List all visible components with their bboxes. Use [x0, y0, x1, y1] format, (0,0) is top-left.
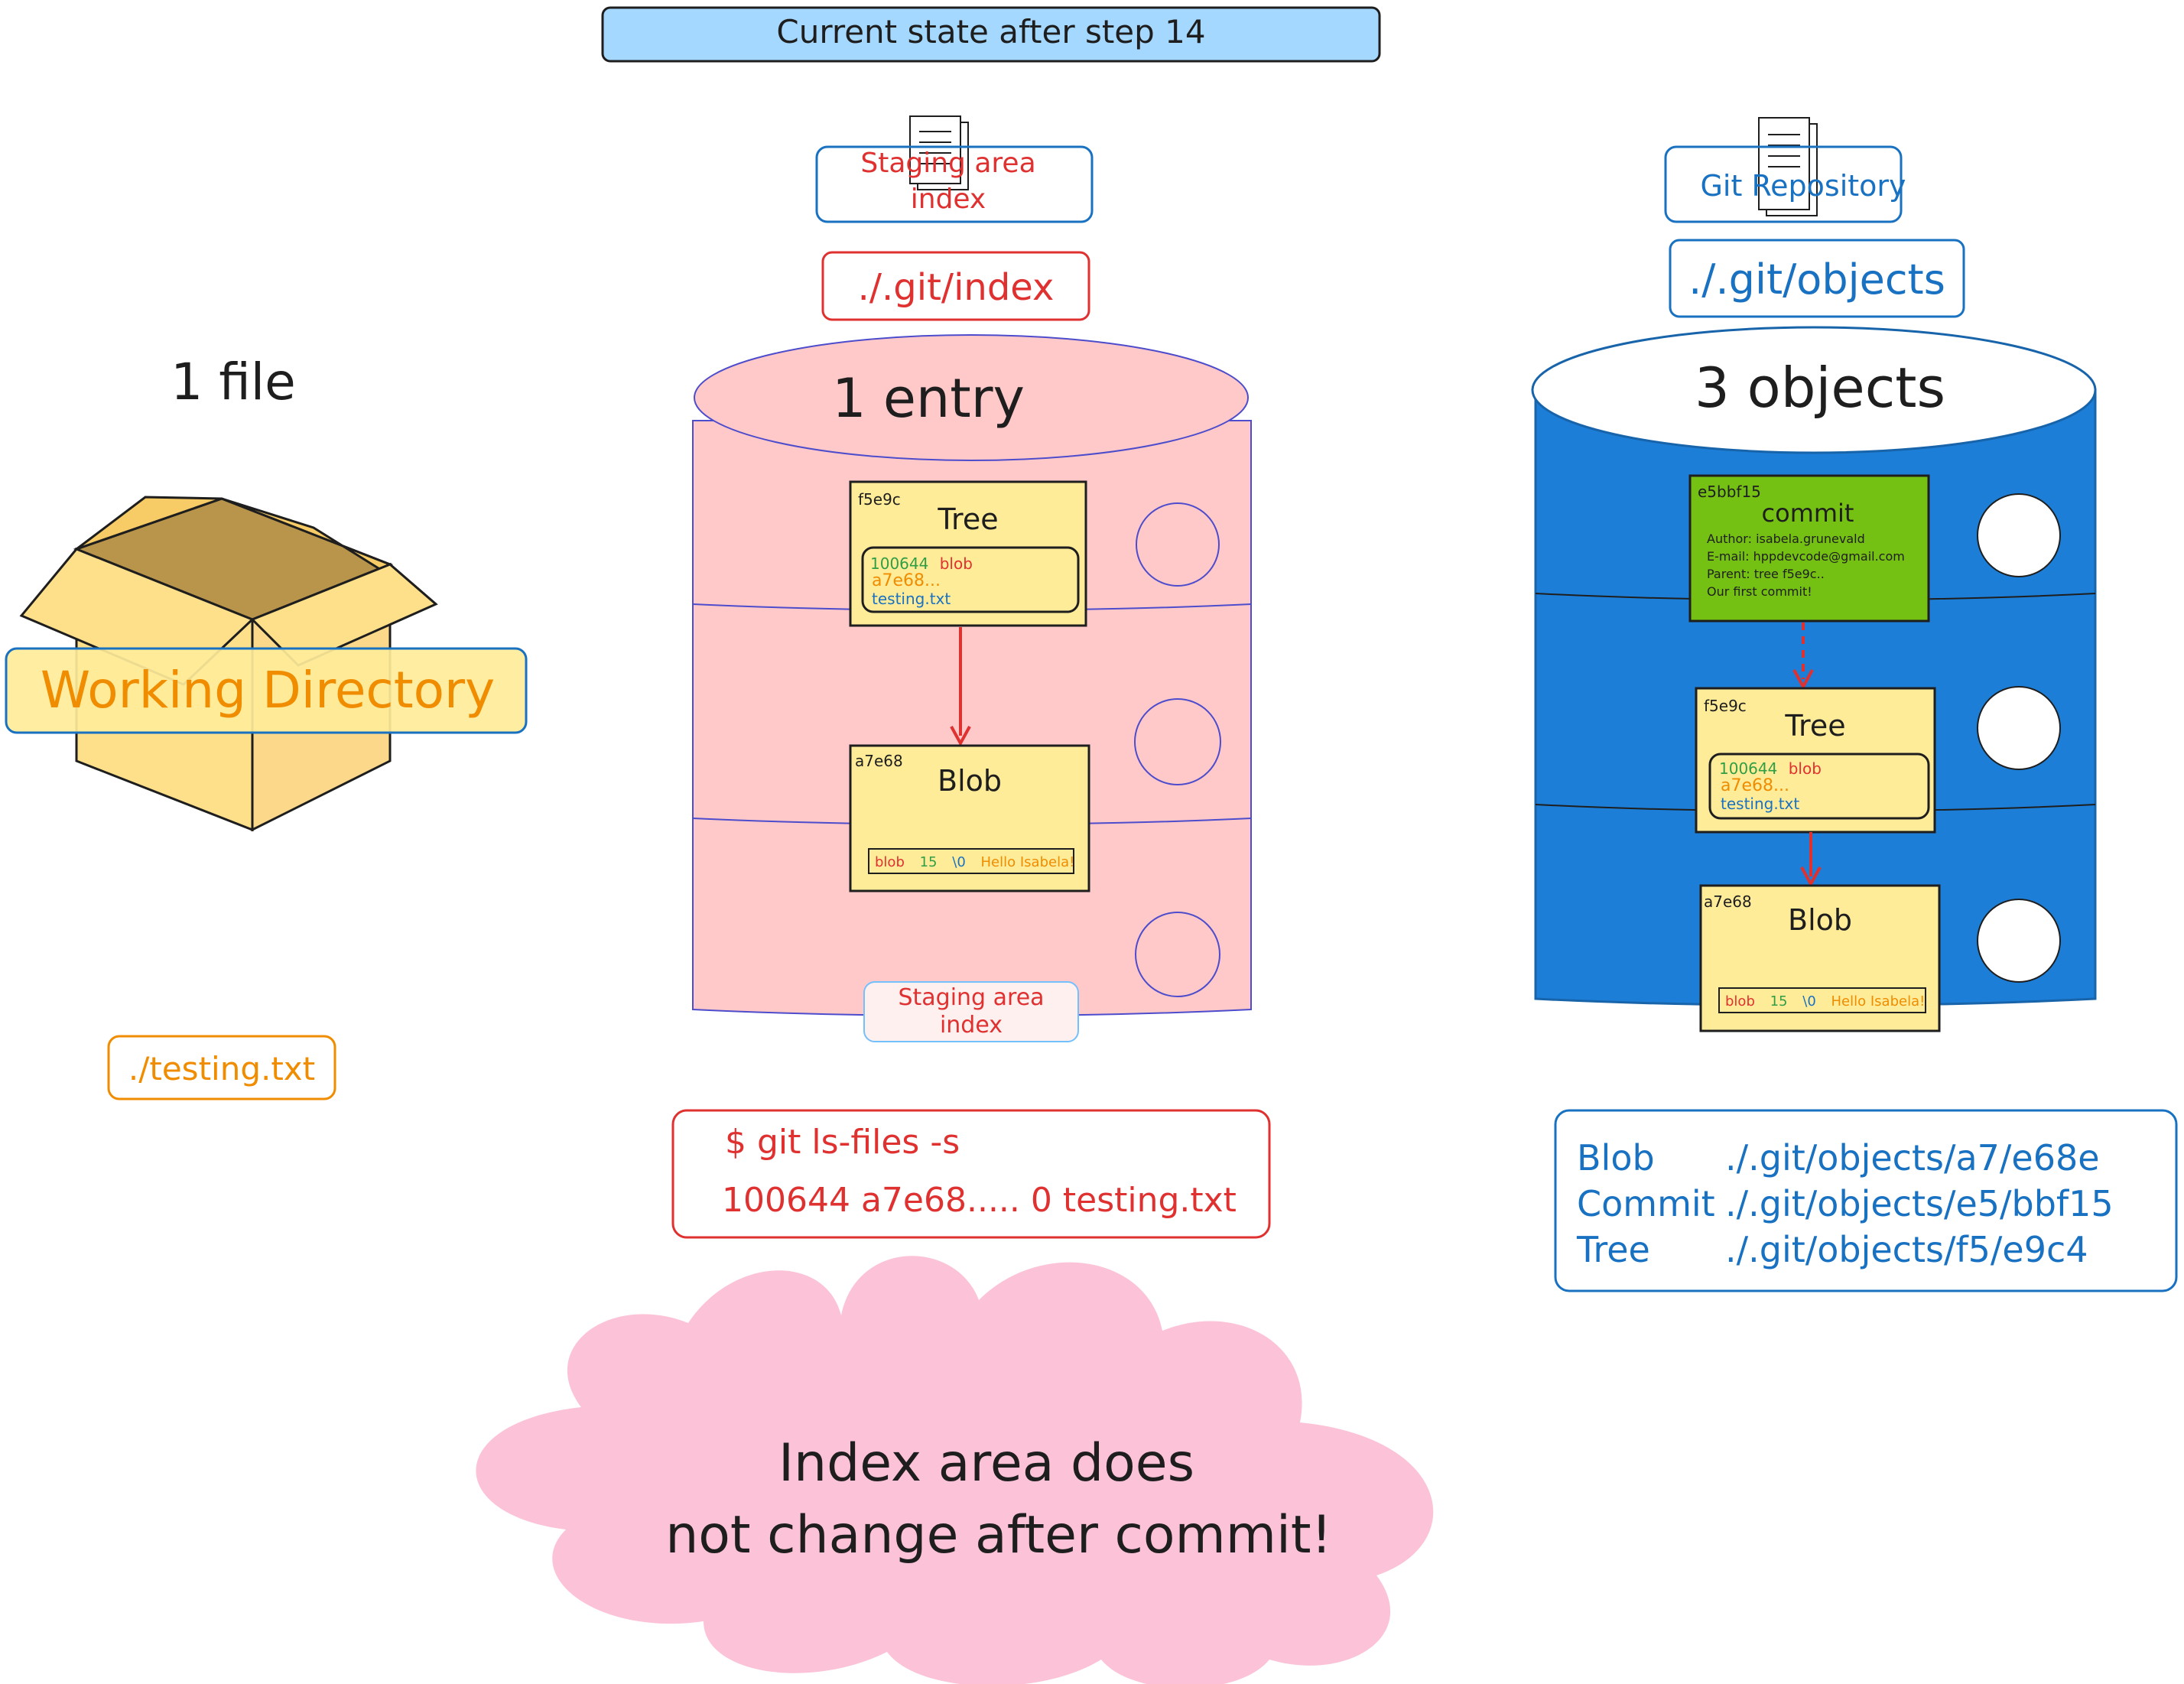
repository-object-paths-box	[1554, 1109, 2178, 1292]
object-path-type: Blob	[1577, 1137, 1655, 1178]
note-line2: not change after commit!	[665, 1505, 1332, 1565]
staging-tree-entry-hash: a7e68...	[872, 571, 941, 590]
object-path-row: Blob ./.git/objects/a7/e68e	[1577, 1137, 2100, 1178]
working-file-box	[107, 1035, 336, 1100]
staging-blob-content-text: Hello Isabela!	[981, 854, 1075, 870]
repository-blob-content-box	[1718, 987, 1926, 1013]
repository-blob-content-size: 15	[1770, 993, 1788, 1009]
staging-path: ./.git/index	[858, 266, 1055, 309]
repository-tree-hash: f5e9c	[1704, 697, 1747, 715]
staging-tree-title: Tree	[937, 502, 998, 536]
repository-tree-entry-hash: a7e68...	[1721, 776, 1789, 795]
repository-tree-entry-box	[1708, 753, 1930, 820]
staging-tree-entry-line1: 100644 blob	[870, 554, 973, 573]
staging-header-box	[815, 145, 1094, 223]
note-line1: Index area does	[778, 1433, 1194, 1494]
repository-commit-line-author: Author: isabela.grunevald	[1707, 532, 1865, 546]
staging-tree-entry-name: testing.txt	[872, 590, 951, 608]
repository-tree-entry-line1: 100644 blob	[1719, 759, 1822, 778]
repository-commit-line-message: Our first commit!	[1707, 584, 1812, 599]
staging-blob-content: blob 15 \0 Hello Isabela!	[875, 854, 1074, 870]
repository-commit-card: e5bbf15 commit Author: isabela.grunevald…	[1688, 474, 1930, 623]
repository-tree-title: Tree	[1784, 709, 1845, 743]
staging-tree-entry-box	[861, 546, 1080, 613]
repository-blob-content: blob 15 \0 Hello Isabela!	[1725, 993, 1925, 1009]
cloud-shape	[476, 1256, 1434, 1684]
working-file-name: ./testing.txt	[128, 1050, 315, 1087]
repository-header: Git Repository	[1700, 169, 1906, 203]
repository-blob-content-text: Hello Isabela!	[1831, 993, 1926, 1009]
working-directory-label: Working Directory	[41, 661, 495, 720]
staging-footer-line1: Staging area	[898, 984, 1044, 1011]
note-cloud: Index area does not change after commit!	[476, 1256, 1434, 1684]
repository-blob-title: Blob	[1788, 903, 1852, 937]
staging-tree-entry-type: blob	[940, 554, 973, 573]
staging-section: Staging area index ./.git/index 1 entry …	[671, 115, 1271, 1239]
repository-blob-hash: a7e68	[1704, 892, 1752, 911]
repository-tree-entry-mode: 100644	[1719, 759, 1777, 778]
staging-blob-hash: a7e68	[855, 752, 903, 770]
repository-blob-content-type: blob	[1725, 993, 1755, 1009]
object-path-type: Commit	[1577, 1183, 1715, 1224]
staging-tree-entry-mode: 100644	[870, 554, 928, 573]
staging-tree-card: f5e9c Tree 100644 blob a7e68... testing.…	[849, 480, 1087, 627]
staging-command: $ git ls-files -s	[725, 1123, 960, 1162]
object-path-value: ./.git/objects/f5/e9c4	[1725, 1229, 2088, 1270]
repository-blob-content-null: \0	[1802, 993, 1816, 1009]
staging-path-box	[821, 251, 1090, 321]
working-directory-count: 1 file	[171, 353, 296, 411]
repository-path-box	[1669, 239, 1965, 318]
staging-blob-card: a7e68 Blob blob 15 \0 Hello Isabela!	[849, 744, 1090, 892]
object-path-type: Tree	[1576, 1229, 1650, 1270]
object-path-row: Tree ./.git/objects/f5/e9c4	[1576, 1229, 2088, 1270]
working-directory-section: 1 file Working Directory ./testing.txt	[5, 353, 528, 1100]
repository-section: Git Repository ./.git/objects 3 objects …	[1531, 117, 2178, 1292]
repository-path: ./.git/objects	[1688, 255, 1945, 304]
repository-commit-to-tree-arrow	[1792, 623, 1814, 691]
object-path-row: Commit ./.git/objects/e5/bbf15	[1577, 1183, 2114, 1224]
repository-commit-line-parent: Parent: tree f5e9c..	[1707, 567, 1825, 581]
staging-blob-content-type: blob	[875, 854, 905, 870]
repository-tree-entry-name: testing.txt	[1721, 795, 1799, 813]
repository-commit-title: commit	[1762, 499, 1854, 528]
staging-count: 1 entry	[832, 367, 1025, 430]
staging-command-box	[671, 1109, 1271, 1239]
title-banner-bg	[601, 6, 1381, 63]
staging-header-line2: index	[911, 184, 986, 215]
repository-commit-line-email: E-mail: hppdevcode@gmail.com	[1707, 549, 1905, 564]
staging-blob-content-size: 15	[920, 854, 938, 870]
repository-commit-hash: e5bbf15	[1698, 483, 1761, 501]
repository-header-box	[1664, 145, 1903, 223]
repository-blob-card: a7e68 Blob blob 15 \0 Hello Isabela!	[1699, 884, 1941, 1032]
repository-tree-entry-type: blob	[1789, 759, 1822, 778]
working-directory-label-bg	[5, 647, 528, 734]
object-path-value: ./.git/objects/a7/e68e	[1725, 1137, 2100, 1178]
repository-count: 3 objects	[1695, 356, 1945, 420]
staging-footer-box	[863, 981, 1079, 1042]
staging-blob-content-box	[868, 848, 1074, 874]
staging-tree-hash: f5e9c	[858, 490, 901, 509]
repository-tree-card: f5e9c Tree 100644 blob a7e68... testing.…	[1695, 687, 1936, 834]
staging-blob-content-null: \0	[952, 854, 966, 870]
staging-tree-to-blob-arrow	[950, 627, 971, 747]
object-path-value: ./.git/objects/e5/bbf15	[1725, 1183, 2114, 1224]
repository-tree-to-blob-arrow	[1800, 832, 1822, 888]
staging-footer-line2: index	[940, 1012, 1003, 1039]
staging-header-line1: Staging area	[860, 148, 1035, 179]
staging-document-icon	[909, 115, 969, 190]
staging-blob-title: Blob	[938, 764, 1002, 798]
staging-database-cylinder	[692, 334, 1252, 1017]
title-banner: Current state after step 14	[601, 6, 1381, 63]
repository-document-icon	[1758, 117, 1818, 216]
page-title: Current state after step 14	[776, 13, 1205, 50]
staging-command-output: 100644 a7e68..... 0 testing.txt	[722, 1181, 1237, 1220]
